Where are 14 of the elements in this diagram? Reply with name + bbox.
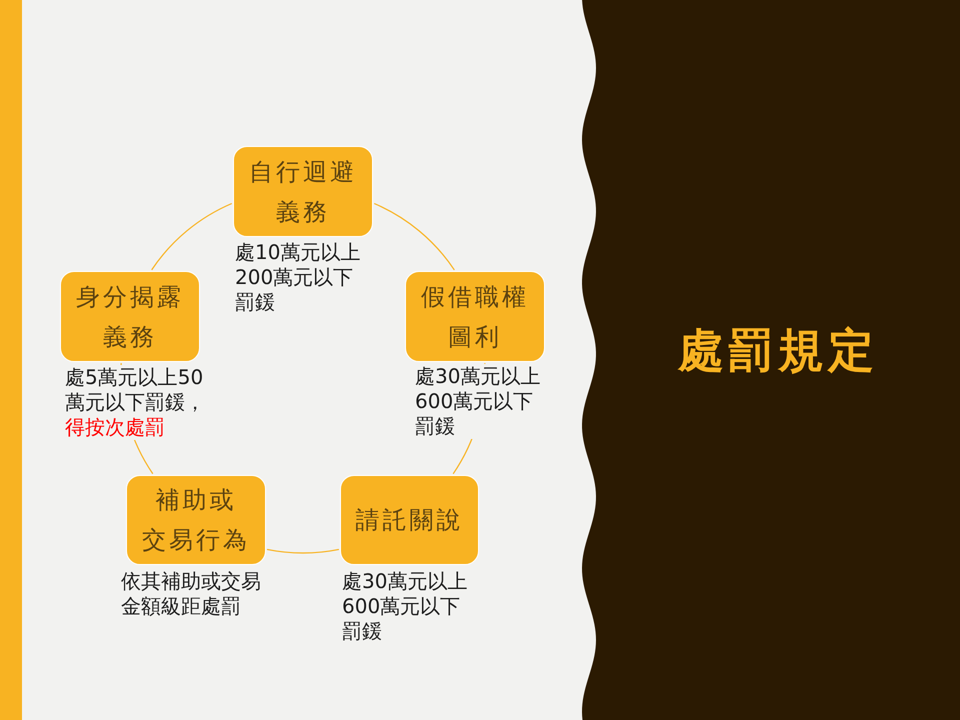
node-label: 請託關說 (356, 505, 464, 536)
connector-arc (151, 202, 232, 270)
rounded-box (60, 271, 200, 362)
node-label: 自行迴避義務 (248, 156, 358, 228)
connector-arc (374, 202, 455, 270)
rounded-box (126, 475, 266, 565)
rounded-box (405, 271, 545, 362)
node-label: 假借職權圖利 (420, 282, 530, 352)
rounded-box (233, 146, 373, 237)
slide-title: 處罰規定 (678, 322, 878, 378)
connector-arc (266, 548, 339, 554)
node-label: 補助或交易行為 (142, 485, 250, 556)
node-label: 身分揭露義務 (75, 282, 185, 352)
rounded-box (340, 475, 479, 565)
